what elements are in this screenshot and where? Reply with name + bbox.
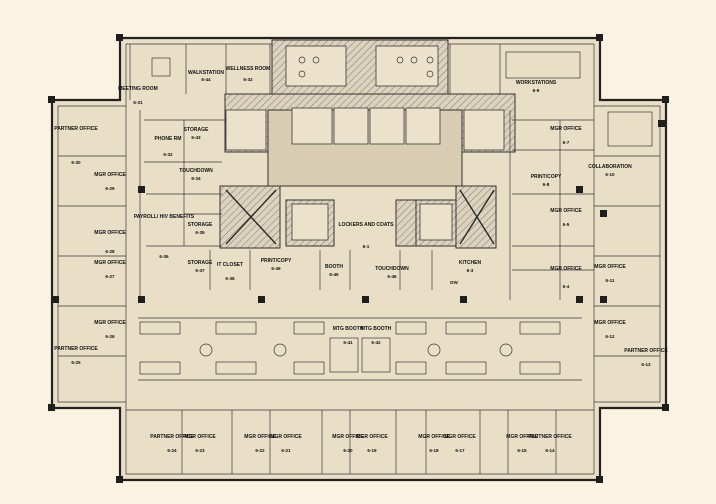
room-label-workstations: WORKSTATIONS — [516, 80, 557, 86]
room-label-phone: PHONE RM — [155, 136, 182, 142]
room-number: 6-25 — [71, 360, 81, 365]
room-label-mgr-619: MGR OFFICE — [356, 434, 388, 440]
room-label-touchdown-646: TOUCHDOWN — [375, 266, 409, 272]
room-label-mtg-booth-642: MTG BOOTH — [361, 326, 392, 332]
room-number: 6-36 — [159, 254, 169, 259]
room-label-mgr-67: MGR OFFICE — [550, 126, 582, 132]
room-label-partner-614: PARTNER OFFICE — [528, 434, 572, 440]
room-label-mgr-618: MGR OFFICE — [418, 434, 450, 440]
room-number: 6-41 — [343, 340, 353, 345]
room-number: 6-30 — [71, 160, 81, 165]
room-number: 6-24 — [167, 448, 177, 453]
room-number: 6-3 — [467, 268, 474, 273]
room-label-mgr-612: MGR OFFICE — [594, 320, 626, 326]
room-label-mgr-623: MGR OFFICE — [184, 434, 216, 440]
room-label-mgr-65: MGR OFFICE — [550, 208, 582, 214]
room-label-mtg-booth-641: MTG BOOTH — [333, 326, 364, 332]
room-number: 6-45 — [329, 272, 339, 277]
room-number: 6-7 — [563, 140, 570, 145]
room-label-mgr-621: MGR OFFICE — [270, 434, 302, 440]
room-number: 6-22 — [255, 448, 265, 453]
room-label-mgr-615: MGR OFFICE — [506, 434, 538, 440]
room-number: 6-38 — [225, 276, 235, 281]
room-label-wellness: WELLNESS ROOM — [226, 66, 271, 72]
room-number: 6-1 — [363, 244, 370, 249]
room-number: 6-19 — [367, 448, 377, 453]
room-number: 6-18 — [429, 448, 439, 453]
room-number: 6-20 — [343, 448, 353, 453]
room-label-partner-613: PARTNER OFFICE — [624, 348, 668, 354]
room-number: 6-37 — [195, 268, 205, 273]
dishwasher-label: DW — [450, 280, 458, 285]
room-number: 6-49 — [271, 266, 281, 271]
room-label-partner-624: PARTNER OFFICE — [150, 434, 194, 440]
room-label-walkstation: WALKSTATION — [188, 70, 224, 76]
room-label-partner-630: PARTNER OFFICE — [54, 126, 98, 132]
room-number: 6-29 — [105, 186, 115, 191]
room-label-mgr-629: MGR OFFICE — [94, 172, 126, 178]
room-number: 6-46 — [387, 274, 397, 279]
room-number: 6-28 — [105, 249, 115, 254]
room-number: 6-4 — [563, 284, 570, 289]
room-number: 6-12 — [605, 334, 615, 339]
room-number: 6-10 — [605, 172, 615, 177]
room-label-partner-625: PARTNER OFFICE — [54, 346, 98, 352]
room-label-payroll: PAYROLL/ HIV BENEFITS — [134, 214, 195, 220]
room-walls — [58, 44, 660, 474]
room-label-it-closet: IT CLOSET — [217, 262, 243, 268]
room-number: 6-35 — [195, 230, 205, 235]
room-number: 6-26 — [105, 334, 115, 339]
room-number: 6-13 — [641, 362, 651, 367]
room-number: 6-17 — [455, 448, 465, 453]
room-number: 6-5 — [563, 222, 570, 227]
room-label-print-649: PRINT/COPY — [261, 258, 292, 264]
room-labels: WALKSTATION 6-44 WELLNESS ROOM 6-32 MEET… — [54, 66, 668, 453]
room-label-storage-643: STORAGE — [184, 127, 209, 133]
room-label-mgr-64: MGR OFFICE — [550, 266, 582, 272]
workstation-desks — [139, 51, 653, 375]
room-label-mgr-627: MGR OFFICE — [94, 260, 126, 266]
room-label-meeting: MEETING ROOM — [118, 86, 158, 92]
room-label-storage-637: STORAGE — [188, 260, 213, 266]
room-label-mgr-626: MGR OFFICE — [94, 320, 126, 326]
room-number: 6-21 — [281, 448, 291, 453]
room-label-touchdown-634: TOUCHDOWN — [179, 168, 213, 174]
room-label-mgr-620: MGR OFFICE — [332, 434, 364, 440]
room-label-storage-635: STORAGE — [188, 222, 213, 228]
structural-columns — [48, 34, 669, 483]
room-number: 6-14 — [545, 448, 555, 453]
room-number: 6-43 — [191, 135, 201, 140]
room-label-kitchen: KITCHEN — [459, 260, 482, 266]
room-label-booth-645: BOOTH — [325, 264, 343, 270]
room-number: 6-44 — [201, 77, 211, 82]
room-label-mgr-617: MGR OFFICE — [444, 434, 476, 440]
room-number: 6-32 — [243, 77, 253, 82]
room-label-mgr-611: MGR OFFICE — [594, 264, 626, 270]
room-number: 6-9 — [533, 88, 540, 93]
room-number: 6-15 — [517, 448, 527, 453]
room-number: 6-32 — [163, 152, 173, 157]
room-label-mgr-628: MGR OFFICE — [94, 230, 126, 236]
room-number: 6-27 — [105, 274, 115, 279]
restrooms — [285, 45, 439, 87]
room-number: 6-8 — [543, 182, 550, 187]
room-number: 6-34 — [191, 176, 201, 181]
room-number: 6-42 — [371, 340, 381, 345]
room-label-lockers: LOCKERS AND COATS — [339, 222, 395, 228]
room-number: 6-11 — [606, 278, 615, 283]
room-label-collaboration: COLLABORATION — [588, 164, 632, 170]
room-number: 6-23 — [195, 448, 205, 453]
room-number: 6-31 — [133, 100, 143, 105]
room-label-print-68: PRINT/COPY — [531, 174, 562, 180]
room-label-mgr-622: MGR OFFICE — [244, 434, 276, 440]
